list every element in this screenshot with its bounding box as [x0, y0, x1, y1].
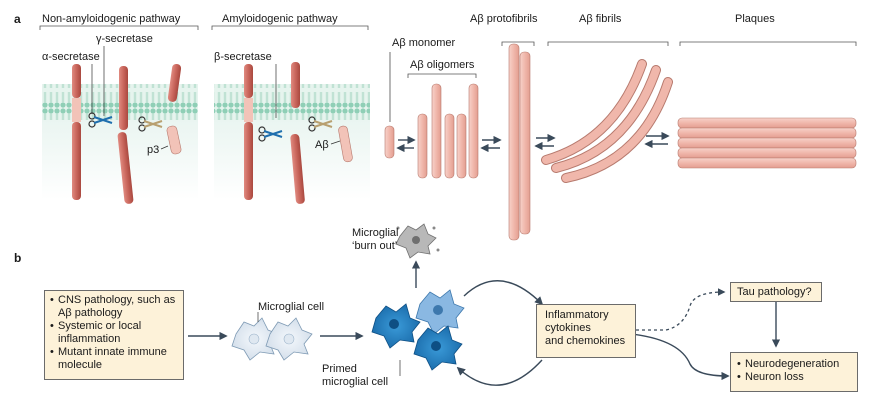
- beta-scissors-icon: [258, 126, 283, 142]
- panel-b-label: b: [14, 251, 21, 265]
- cytokines-box: Inflammatory cytokines and chemokines: [536, 304, 636, 358]
- panel-b-arrows: [188, 260, 781, 386]
- trigger-item: CNS pathology, such as Aβ pathology: [50, 294, 178, 320]
- fibrils-label: Aβ fibrils: [579, 13, 622, 25]
- abeta-oligomers: [417, 83, 479, 179]
- aicd-fragment-amyloid: [290, 134, 305, 204]
- plaques-label: Plaques: [735, 13, 775, 25]
- gamma-secretase-label: γ-secretase: [96, 33, 153, 45]
- nonamyloid-bracket: [39, 25, 199, 30]
- oligomers-label: Aβ oligomers: [410, 59, 475, 71]
- burnout-label-line2: ‘burn out’: [352, 240, 397, 252]
- burnout-label-line1: Microglial: [352, 227, 398, 239]
- burnout-microglia-icon: [395, 223, 440, 259]
- app-protein-amyloid: [244, 64, 253, 200]
- abeta-fibrils: [541, 59, 673, 183]
- trigger-item: Mutant innate immune molecule: [50, 346, 178, 372]
- tau-box: Tau pathology?: [730, 282, 822, 302]
- nonamyloid-pathway-title: Non-amyloidogenic pathway: [42, 13, 181, 25]
- primed-label-line1: Primed: [322, 363, 357, 375]
- released-fragment-nonamyloid: [167, 64, 182, 102]
- cytokines-line3: and chemokines: [545, 335, 626, 347]
- amyloid-bracket: [211, 25, 369, 30]
- primed-microglia-icon: [371, 289, 465, 371]
- cytokines-line1: Inflammatory: [545, 309, 609, 321]
- equilibrium-arrows: [396, 131, 670, 153]
- amyloid-plaque: [677, 117, 857, 169]
- abeta-peptide: [338, 125, 353, 163]
- p3-fragment: [166, 125, 182, 155]
- amyloid-pathway-title: Amyloidogenic pathway: [222, 13, 338, 25]
- p3-label: p3: [147, 144, 159, 156]
- triggers-box: CNS pathology, such as Aβ pathology Syst…: [44, 290, 184, 380]
- sapp-beta-fragment: [291, 62, 300, 108]
- abeta-peptide-label: Aβ: [315, 139, 329, 151]
- gamma-scissors-icon: [138, 116, 163, 132]
- beta-secretase-label: β-secretase: [214, 51, 272, 63]
- app-protein-nonamyloid: [72, 64, 81, 200]
- cytokines-line2: cytokines: [545, 322, 591, 334]
- panel-a-label: a: [14, 12, 21, 26]
- alpha-secretase-label: α-secretase: [42, 51, 100, 63]
- resting-microglia-icon: [231, 317, 313, 361]
- microglial-cell-label: Microglial cell: [258, 301, 324, 313]
- gamma-scissors-amyloid-icon: [308, 116, 333, 132]
- outcome-item: Neurodegeneration: [737, 358, 851, 371]
- outcome-item: Neuron loss: [737, 371, 851, 384]
- aicd-fragment-nonamyloid: [117, 132, 134, 204]
- tau-label: Tau pathology?: [737, 286, 812, 298]
- sapp-alpha-fragment: [119, 66, 128, 130]
- trigger-item: Systemic or local inflammation: [50, 320, 178, 346]
- protofibrils-label: Aβ protofibrils: [470, 13, 538, 25]
- abeta-monomer: [384, 125, 395, 159]
- alpha-scissors-icon: [88, 112, 113, 128]
- abeta-protofibrils: [508, 43, 531, 241]
- primed-label-line2: microglial cell: [322, 376, 388, 388]
- outcomes-box: Neurodegeneration Neuron loss: [730, 352, 858, 392]
- monomer-label: Aβ monomer: [392, 37, 456, 49]
- tau-dashed-arrow: [636, 288, 726, 331]
